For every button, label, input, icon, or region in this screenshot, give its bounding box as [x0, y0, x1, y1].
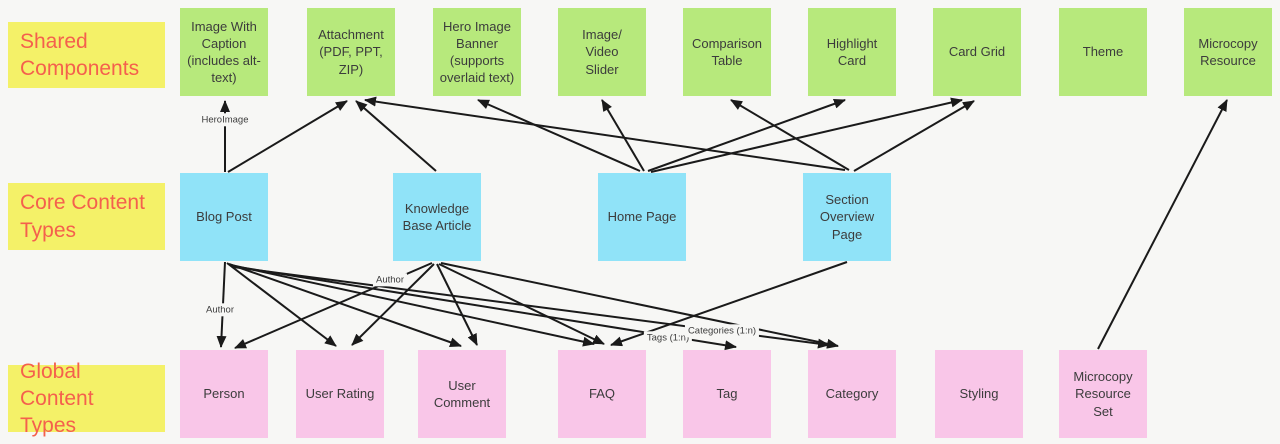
connector-section-overview-page-to-comparison-table[interactable] — [730, 99, 850, 171]
note-blog-post[interactable]: Blog Post — [180, 173, 268, 261]
note-microcopy-resource-set[interactable]: Microcopy Resource Set — [1059, 350, 1147, 438]
connector-label-blog-post-to-category: Categories (1:n) — [684, 324, 760, 338]
note-person[interactable]: Person — [180, 350, 268, 438]
connector-knowledge-base-article-to-category[interactable] — [440, 262, 839, 349]
note-section-overview-page[interactable]: Section Overview Page — [803, 173, 891, 261]
connector-home-page-to-highlight-card[interactable] — [647, 99, 846, 172]
note-hero-image-banner[interactable]: Hero Image Banner (supports overlaid tex… — [433, 8, 521, 96]
row-label-shared-components[interactable]: Shared Components — [8, 22, 165, 88]
connector-home-page-to-image-video-slider[interactable] — [601, 99, 645, 172]
connector-microcopy-resource-set-to-microcopy-resource[interactable] — [1097, 99, 1228, 350]
connector-knowledge-base-article-to-attachment[interactable] — [355, 100, 437, 172]
note-user-comment[interactable]: User Comment — [418, 350, 506, 438]
note-image-with-caption[interactable]: Image With Caption (includes alt- text) — [180, 8, 268, 96]
row-label-core-content-types[interactable]: Core Content Types — [8, 183, 165, 250]
connector-label-blog-post-to-person: Author — [203, 303, 237, 317]
connector-section-overview-page-to-attachment[interactable] — [364, 96, 846, 171]
note-card-grid[interactable]: Card Grid — [933, 8, 1021, 96]
note-highlight-card[interactable]: Highlight Card — [808, 8, 896, 96]
connector-label-blog-post-to-image-with-caption: HeroImage — [198, 113, 252, 127]
note-attachment[interactable]: Attachment (PDF, PPT, ZIP) — [307, 8, 395, 96]
note-comparison-table[interactable]: Comparison Table — [683, 8, 771, 96]
note-microcopy-resource[interactable]: Microcopy Resource — [1184, 8, 1272, 96]
connector-label-knowledge-base-article-to-person: Author — [373, 273, 407, 287]
note-home-page[interactable]: Home Page — [598, 173, 686, 261]
note-tag[interactable]: Tag — [683, 350, 771, 438]
note-faq[interactable]: FAQ — [558, 350, 646, 438]
note-category[interactable]: Category — [808, 350, 896, 438]
connector-home-page-to-hero-image-banner[interactable] — [477, 99, 641, 172]
connector-section-overview-page-to-card-grid[interactable] — [853, 100, 975, 172]
connector-home-page-to-card-grid[interactable] — [650, 97, 963, 173]
note-knowledge-base-article[interactable]: Knowledge Base Article — [393, 173, 481, 261]
connector-blog-post-to-user-rating[interactable] — [226, 262, 337, 347]
connector-knowledge-base-article-to-user-comment[interactable] — [436, 263, 478, 346]
note-theme[interactable]: Theme — [1059, 8, 1147, 96]
note-image-video-slider[interactable]: Image/ Video Slider — [558, 8, 646, 96]
connector-knowledge-base-article-to-faq[interactable] — [438, 263, 605, 345]
row-label-global-content-types[interactable]: Global Content Types — [8, 360, 165, 437]
connector-blog-post-to-faq[interactable] — [230, 264, 595, 347]
note-styling[interactable]: Styling — [935, 350, 1023, 438]
note-user-rating[interactable]: User Rating — [296, 350, 384, 438]
connector-blog-post-to-attachment[interactable] — [227, 100, 348, 173]
connector-blog-post-to-user-comment[interactable] — [228, 263, 462, 348]
